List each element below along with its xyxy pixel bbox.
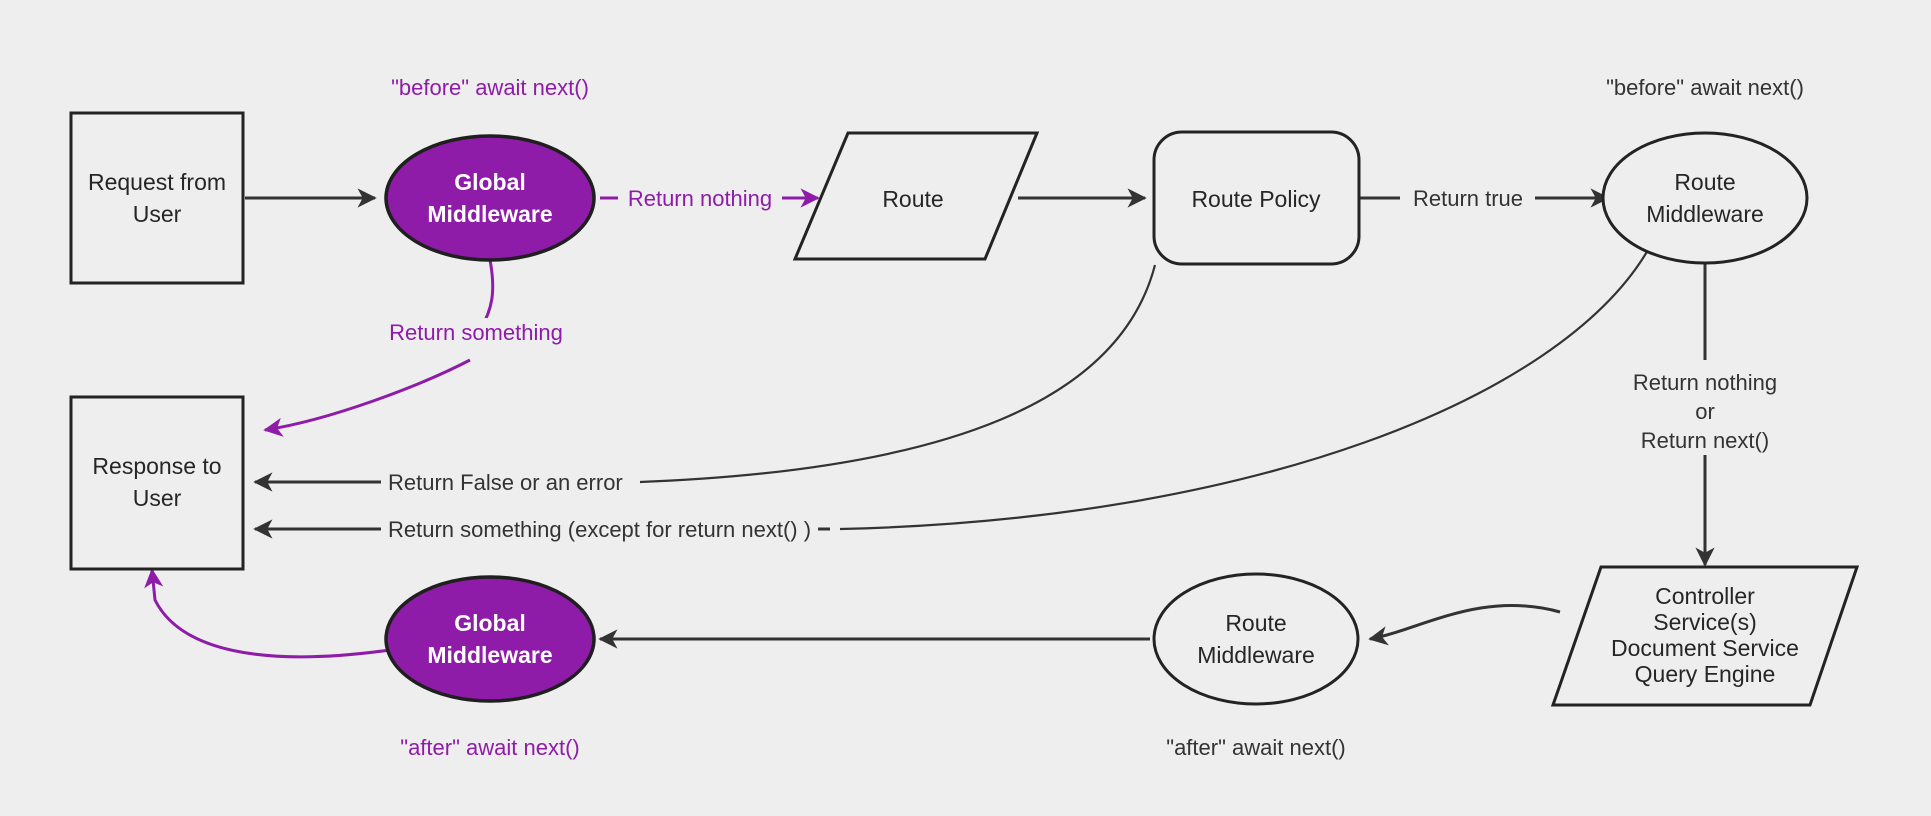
edge-label-return-something: Return something: [389, 320, 563, 345]
response-to-user-line2: User: [133, 485, 182, 511]
label-backdrop: [381, 515, 819, 544]
controller-services-line2: Service(s): [1653, 609, 1757, 635]
request-from-user-line1: Request from: [88, 169, 226, 195]
global-middleware-bottom-line2: Middleware: [427, 642, 552, 668]
edge-label-return-something-except: Return something (except for return next…: [388, 517, 811, 542]
label-backdrop: [620, 184, 780, 213]
edge-global-middleware-bottom-to-response: [144, 568, 391, 659]
edge-label-return-nothing-or-line1: Return nothing: [1633, 370, 1777, 395]
node-route[interactable]: Route: [792, 131, 1040, 261]
route-policy-label: Route Policy: [1191, 186, 1321, 212]
route-middleware-top-line1: Route: [1674, 169, 1735, 195]
node-request-from-user[interactable]: Request from User: [69, 111, 245, 285]
label-backdrop: [393, 733, 587, 762]
controller-services-line4: Query Engine: [1635, 661, 1776, 687]
label-backdrop: [1633, 426, 1777, 455]
annotation-after-await-next-left: "after" await next(): [400, 735, 579, 760]
node-route-policy[interactable]: Route Policy: [1152, 130, 1361, 266]
annotation-after-await-next-right: "after" await next(): [1166, 735, 1345, 760]
label-backdrop: [1688, 397, 1722, 426]
label-backdrop: [384, 73, 596, 102]
route-middleware-bottom-line1: Route: [1225, 610, 1286, 636]
label-backdrop: [1159, 733, 1353, 762]
route-middleware-top-line2: Middleware: [1646, 201, 1764, 227]
annotation-before-await-next-right: "before" await next(): [1606, 75, 1804, 100]
global-middleware-bottom-line1: Global: [454, 610, 526, 636]
edge-label-return-nothing: Return nothing: [628, 186, 772, 211]
node-global-middleware-bottom[interactable]: Global Middleware: [384, 575, 596, 703]
edge-label-return-nothing-or-line3: Return next(): [1641, 428, 1769, 453]
node-route-middleware-top[interactable]: Route Middleware: [1601, 131, 1809, 265]
edge-controller-to-route-middleware-bottom: [1368, 603, 1561, 646]
node-route-middleware-bottom[interactable]: Route Middleware: [1152, 572, 1360, 706]
edge-label-return-true: Return true: [1413, 186, 1523, 211]
label-backdrop: [381, 468, 630, 497]
global-middleware-top-line2: Middleware: [427, 201, 552, 227]
node-global-middleware-top[interactable]: Global Middleware: [384, 134, 596, 262]
request-from-user-line2: User: [133, 201, 182, 227]
global-middleware-top-line1: Global: [454, 169, 526, 195]
route-middleware-bottom-line2: Middleware: [1197, 642, 1315, 668]
controller-services-line3: Document Service: [1611, 635, 1799, 661]
node-response-to-user[interactable]: Response to User: [69, 395, 245, 571]
edge-route-policy-to-response: [253, 264, 1157, 492]
route-label: Route: [882, 186, 943, 212]
edge-label-return-false-or-error: Return False or an error: [388, 470, 623, 495]
label-backdrop: [382, 318, 570, 347]
label-backdrop: [1599, 73, 1811, 102]
label-backdrop: [1625, 368, 1785, 397]
controller-services-line1: Controller: [1655, 583, 1755, 609]
label-backdrop: [1405, 184, 1531, 213]
annotation-before-await-next-left: "before" await next(): [391, 75, 589, 100]
node-controller-services[interactable]: Controller Service(s) Document Service Q…: [1550, 565, 1860, 707]
response-to-user-line1: Response to: [92, 453, 221, 479]
edge-label-return-nothing-or-line2: or: [1695, 399, 1715, 424]
